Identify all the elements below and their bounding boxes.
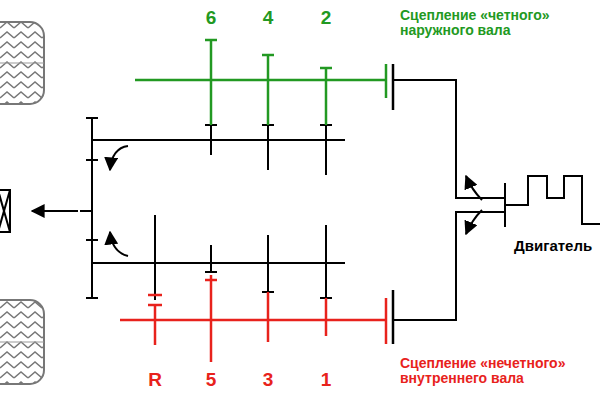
clutch-plate [392,64,395,110]
wheel-bottom [0,300,44,384]
gear-number: 3 [263,370,274,391]
clutch-label: Сцепление «четного» наружного вала [400,8,596,39]
rotation-arrow [110,232,128,256]
rotation-arrow [466,210,482,234]
odd-shaft [120,275,386,362]
output-arrow [32,210,78,212]
clutch-drum [393,80,505,320]
gear-number: 1 [321,370,332,391]
gear-number: 5 [206,370,217,391]
engine-label: Двигатель [514,238,592,255]
rotation-arrow [466,176,482,200]
gear-number: 6 [206,8,217,29]
gear-number: R [148,370,162,391]
differential [0,190,10,232]
clutch-label: Сцепление «нечетного» внутреннего вала [400,356,596,387]
gear-number: 4 [263,8,274,29]
output-shaft [80,118,345,300]
gear-number: 2 [321,8,332,29]
engine-symbol [505,176,600,224]
clutch-plate [392,290,395,344]
even-shaft [135,40,386,125]
rotation-arrow [110,146,128,170]
wheel-top [0,22,44,104]
